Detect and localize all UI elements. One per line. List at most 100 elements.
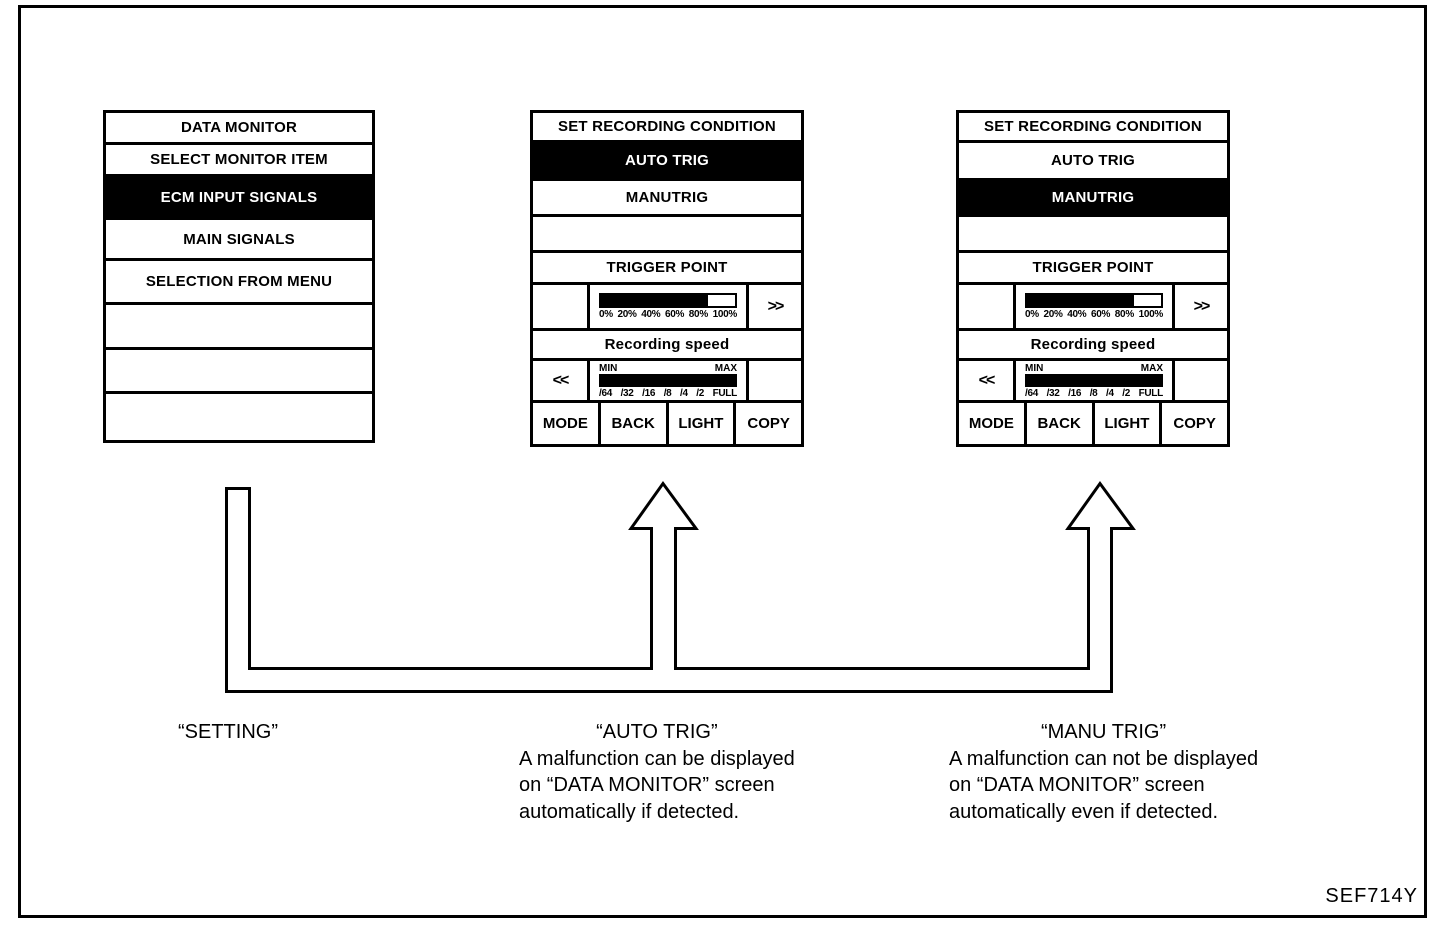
- caption-line: A malfunction can not be displayed: [949, 747, 1259, 770]
- caption-manu-trig-title: “MANU TRIG”: [1040, 721, 1167, 743]
- forward-button[interactable]: >>: [1175, 285, 1227, 328]
- function-key-row: MODE BACK LIGHT COPY: [533, 403, 801, 444]
- scale-tick-label: /4: [679, 387, 688, 399]
- scale-tick-label: 60%: [665, 309, 685, 320]
- menu-item-empty: [106, 305, 372, 347]
- min-max-labels: MIN MAX: [599, 363, 737, 374]
- scale-tick-label: /8: [1089, 387, 1098, 399]
- menu-item-empty: [959, 217, 1227, 250]
- caption-line: automatically even if detected.: [949, 800, 1219, 823]
- menu-item-auto-trig[interactable]: AUTO TRIG: [959, 143, 1227, 178]
- scale-tick-label: /2: [696, 387, 705, 399]
- menu-item-empty: [106, 350, 372, 391]
- recording-speed-row: << MIN MAX /64 /32 /16 /8 /4 /2 FULL: [533, 361, 801, 400]
- recording-speed-scale: /64 /32 /16 /8 /4 /2 FULL: [599, 388, 737, 399]
- scale-tick-label: 40%: [1067, 309, 1087, 320]
- max-label: MAX: [1140, 362, 1163, 374]
- max-label: MAX: [714, 362, 737, 374]
- caption-line: automatically if detected.: [519, 800, 740, 823]
- recording-speed-bar: [1025, 373, 1163, 387]
- scale-tick-label: /64: [599, 387, 613, 399]
- trigger-point-bar: [599, 293, 737, 308]
- back-button[interactable]: BACK: [600, 403, 666, 444]
- recording-speed-gauge: MIN MAX /64 /32 /16 /8 /4 /2 FULL: [1016, 361, 1172, 400]
- recording-speed-gauge: MIN MAX /64 /32 /16 /8 /4 /2 FULL: [590, 361, 746, 400]
- mode-button[interactable]: MODE: [533, 403, 598, 444]
- copy-button[interactable]: COPY: [1162, 403, 1227, 444]
- forward-button[interactable]: >>: [749, 285, 801, 328]
- spacer-cell: [1175, 361, 1227, 400]
- scale-tick-label: /64: [1025, 387, 1039, 399]
- trigger-point-scale: 0% 20% 40% 60% 80% 100%: [599, 309, 737, 320]
- figure-ref-code: SEF714Y: [1325, 885, 1418, 907]
- copy-button[interactable]: COPY: [736, 403, 801, 444]
- caption-setting: “SETTING”: [178, 721, 278, 743]
- trigger-point-row: 0% 20% 40% 60% 80% 100% >>: [959, 285, 1227, 328]
- screen-title: SET RECORDING CONDITION: [533, 113, 801, 140]
- scale-tick-label: 80%: [688, 309, 708, 320]
- caption-line: A malfunction can be displayed: [519, 747, 795, 770]
- function-key-row: MODE BACK LIGHT COPY: [959, 403, 1227, 444]
- scale-tick-label: 40%: [641, 309, 661, 320]
- scale-tick-label: 100%: [712, 309, 738, 320]
- menu-item-manu-trig[interactable]: MANUTRIG: [959, 181, 1227, 214]
- scale-tick-label: 0%: [599, 309, 613, 320]
- screen-title: DATA MONITOR: [106, 113, 372, 142]
- trigger-point-label: TRIGGER POINT: [959, 253, 1227, 282]
- screen-title: SET RECORDING CONDITION: [959, 113, 1227, 140]
- scale-tick-label: /4: [1105, 387, 1114, 399]
- recording-speed-row: << MIN MAX /64 /32 /16 /8 /4 /2 FULL: [959, 361, 1227, 400]
- back-chevron-button[interactable]: <<: [533, 361, 587, 400]
- recording-speed-bar-fill: [1026, 374, 1162, 386]
- mode-button[interactable]: MODE: [959, 403, 1024, 444]
- back-chevron-button[interactable]: <<: [959, 361, 1013, 400]
- figure-border: [18, 5, 1427, 918]
- spacer-cell: [749, 361, 801, 400]
- min-label: MIN: [599, 362, 618, 374]
- menu-item-select-monitor-item[interactable]: SELECT MONITOR ITEM: [106, 145, 372, 174]
- menu-item-ecm-input-signals[interactable]: ECM INPUT SIGNALS: [106, 177, 372, 217]
- recording-speed-scale: /64 /32 /16 /8 /4 /2 FULL: [1025, 388, 1163, 399]
- trigger-point-bar-fill: [601, 295, 709, 306]
- back-button[interactable]: BACK: [1026, 403, 1092, 444]
- scale-tick-label: 20%: [1043, 309, 1063, 320]
- scale-tick-label: /16: [642, 387, 656, 399]
- scale-tick-label: 0%: [1025, 309, 1039, 320]
- scale-tick-label: /32: [1046, 387, 1060, 399]
- min-max-labels: MIN MAX: [1025, 363, 1163, 374]
- scale-tick-label: FULL: [712, 387, 738, 399]
- set-recording-condition-screen-auto: SET RECORDING CONDITION AUTO TRIG MANUTR…: [530, 110, 804, 447]
- caption-line: on “DATA MONITOR” screen: [949, 774, 1205, 796]
- trigger-point-gauge: 0% 20% 40% 60% 80% 100%: [590, 285, 746, 328]
- scale-tick-label: /8: [663, 387, 672, 399]
- spacer-cell: [959, 285, 1013, 328]
- menu-item-auto-trig[interactable]: AUTO TRIG: [533, 143, 801, 178]
- caption-auto-trig: “AUTO TRIG” A malfunction can be display…: [519, 719, 795, 825]
- caption-auto-trig-title: “AUTO TRIG”: [596, 721, 718, 743]
- scale-tick-label: /16: [1068, 387, 1082, 399]
- scale-tick-label: /32: [620, 387, 634, 399]
- menu-item-manu-trig[interactable]: MANUTRIG: [533, 181, 801, 214]
- scale-tick-label: /2: [1122, 387, 1131, 399]
- menu-item-empty: [106, 394, 372, 440]
- trigger-point-row: 0% 20% 40% 60% 80% 100% >>: [533, 285, 801, 328]
- data-monitor-screen: DATA MONITOR SELECT MONITOR ITEM ECM INP…: [103, 110, 375, 443]
- scale-tick-label: 80%: [1114, 309, 1134, 320]
- spacer-cell: [533, 285, 587, 328]
- trigger-point-gauge: 0% 20% 40% 60% 80% 100%: [1016, 285, 1172, 328]
- scale-tick-label: 100%: [1138, 309, 1164, 320]
- caption-manu-trig: “MANU TRIG” A malfunction can not be dis…: [949, 719, 1258, 825]
- light-button[interactable]: LIGHT: [668, 403, 734, 444]
- menu-item-main-signals[interactable]: MAIN SIGNALS: [106, 220, 372, 258]
- trigger-point-label: TRIGGER POINT: [533, 253, 801, 282]
- trigger-point-scale: 0% 20% 40% 60% 80% 100%: [1025, 309, 1163, 320]
- caption-line: on “DATA MONITOR” screen: [519, 774, 775, 796]
- set-recording-condition-screen-manu: SET RECORDING CONDITION AUTO TRIG MANUTR…: [956, 110, 1230, 447]
- scale-tick-label: FULL: [1138, 387, 1164, 399]
- scale-tick-label: 60%: [1091, 309, 1111, 320]
- light-button[interactable]: LIGHT: [1094, 403, 1160, 444]
- menu-item-empty: [533, 217, 801, 250]
- menu-item-selection-from-menu[interactable]: SELECTION FROM MENU: [106, 261, 372, 302]
- recording-speed-bar-fill: [600, 374, 736, 386]
- trigger-point-bar-fill: [1027, 295, 1135, 306]
